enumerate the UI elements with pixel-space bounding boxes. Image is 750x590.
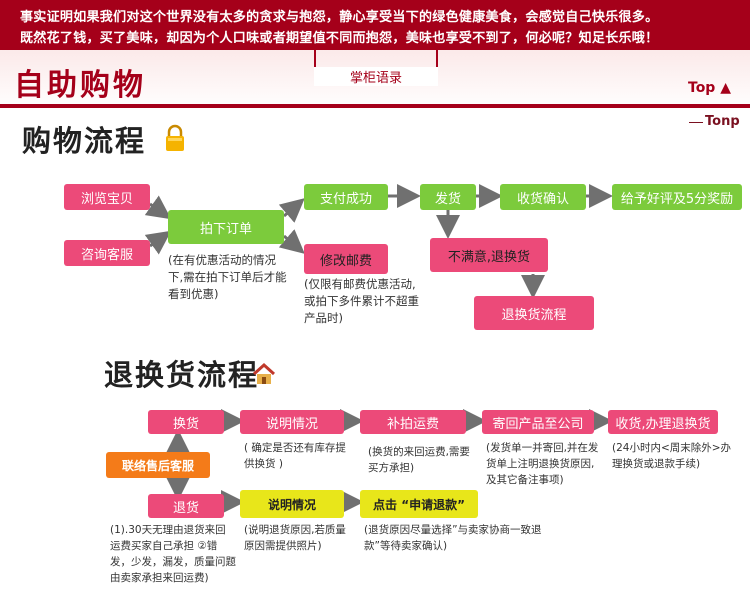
- refund-step: 退货: [148, 494, 224, 518]
- return-process-link[interactable]: 退换货流程: [474, 296, 594, 330]
- review-reward-step: 给予好评及5分奖励: [612, 184, 742, 210]
- explain-situation-step: 说明情况: [240, 410, 344, 434]
- contact-after-sales-button[interactable]: 联络售后客服: [106, 452, 210, 478]
- explain-situation-note: ( 确定是否还有库存提供换货 ): [244, 442, 346, 470]
- unsatisfied-return-step: 不满意,退换货: [430, 238, 548, 272]
- payment-success-step: 支付成功: [304, 184, 388, 210]
- receive-process-note: (24小时内<周末除外>办理换货或退款手续): [612, 442, 732, 470]
- exchange-step: 换货: [148, 410, 224, 434]
- modify-shipping-step: 修改邮费: [304, 244, 388, 274]
- quote-line-1: 事实证明如果我们对这个世界没有太多的贪求与抱怨，静心享受当下的绿色健康美食，会感…: [20, 10, 659, 25]
- apply-refund-step: 点击 “申请退款”: [360, 490, 478, 518]
- divider: [689, 122, 703, 123]
- apply-refund-note: (退货原因尽量选择”与卖家协商一致退款”等待卖家确认): [364, 524, 542, 552]
- pay-shipping-fee-note: (换货的来回运费,需要买方承担): [368, 446, 470, 474]
- confirm-receipt-step: 收货确认: [500, 184, 586, 210]
- explain-reason-step: 说明情况: [240, 490, 344, 518]
- send-back-product-note: (发货单一并寄回,并在发货单上注明退换货原因,及其它备注事项): [486, 442, 599, 486]
- receive-process-step: 收货,办理退换货: [608, 410, 718, 434]
- consult-service-step: 咨询客服: [64, 240, 150, 266]
- page-title: 自助购物: [14, 68, 146, 103]
- header-divider: [0, 104, 750, 108]
- house-icon: [252, 362, 276, 386]
- quote-banner: 事实证明如果我们对这个世界没有太多的贪求与抱怨，静心享受当下的绿色健康美食，会感…: [0, 0, 750, 50]
- back-to-top-link-secondary[interactable]: Tonp: [705, 114, 740, 129]
- quote-line-2: 既然花了钱，买了美味，却因为个人口味或者期望值不同而抱怨，美味也享受不到了，何必…: [20, 31, 659, 46]
- send-back-product-step: 寄回产品至公司: [482, 410, 594, 434]
- motto-label: 掌柜语录: [314, 67, 438, 86]
- back-to-top-link[interactable]: Top ▲: [688, 80, 731, 96]
- place-order-note: (在有优惠活动的情况下,需在拍下订单后才能看到优惠): [168, 253, 287, 301]
- place-order-step: 拍下订单: [168, 210, 284, 244]
- returns-process-title: 退换货流程: [104, 358, 260, 392]
- pay-shipping-fee-step: 补拍运费: [360, 410, 466, 434]
- explain-reason-note: (说明退货原因,若质量原因需提供照片): [244, 524, 346, 552]
- refund-note: (1).30天无理由退货来回运费买家自己承担 ②错发，少发，漏发，质量问题由卖家…: [110, 524, 236, 584]
- browse-items-step: 浏览宝贝: [64, 184, 150, 210]
- ship-step: 发货: [420, 184, 476, 210]
- shopping-process-title: 购物流程: [22, 124, 147, 158]
- modify-shipping-note: (仅限有邮费优惠活动,或拍下多件累计不超重产品时): [304, 277, 419, 325]
- lock-icon: [164, 124, 186, 152]
